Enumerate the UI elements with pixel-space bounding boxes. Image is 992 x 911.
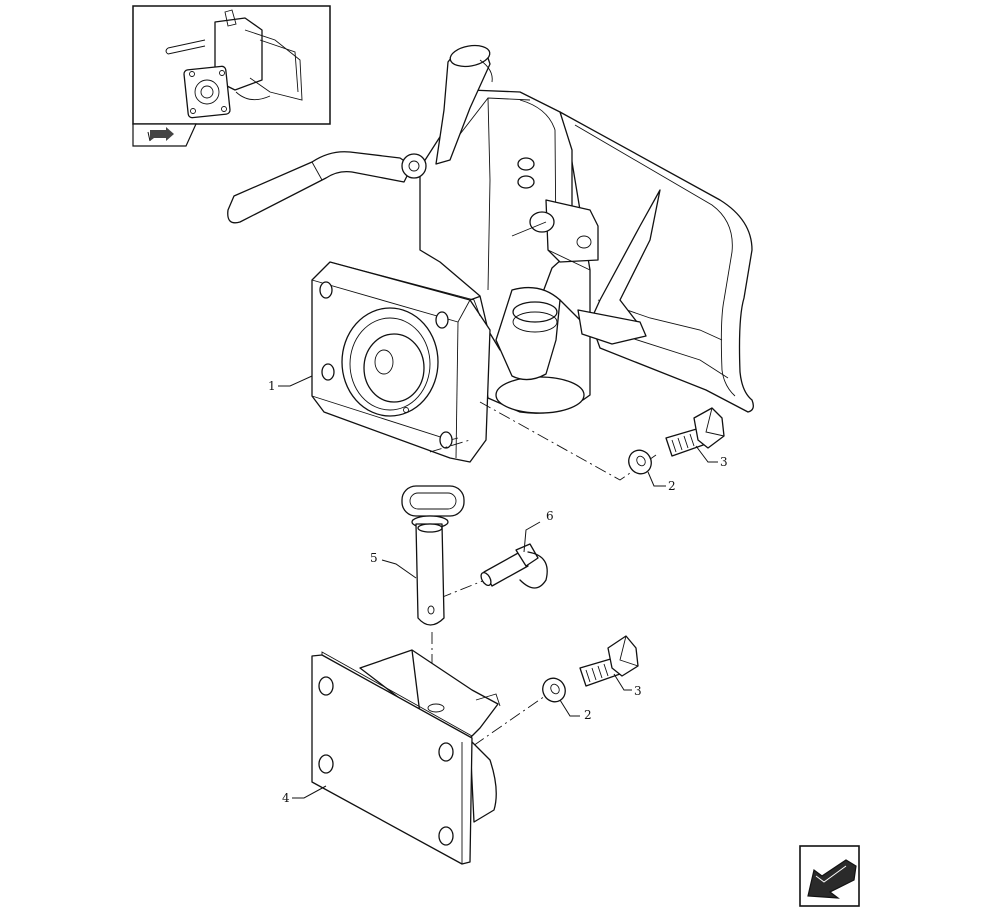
callout-4: 4 <box>282 791 290 805</box>
leader-2b <box>559 699 580 717</box>
clip-pin <box>480 543 548 589</box>
tow-hitch-assembly <box>227 44 754 463</box>
leader-4 <box>292 785 327 799</box>
callout-1: 1 <box>268 379 276 393</box>
hitch-pin <box>401 485 465 626</box>
centerline-upper-bolt-b <box>479 401 657 481</box>
leader-3a <box>695 445 718 463</box>
leader-5 <box>381 559 417 579</box>
callout-3-upper: 3 <box>720 455 728 469</box>
assembly-thumbnail-icon[interactable] <box>132 5 331 125</box>
washer-lower <box>542 677 566 703</box>
callout-6: 6 <box>546 509 554 523</box>
leader-1 <box>278 375 313 387</box>
callout-3-lower: 3 <box>634 684 642 698</box>
callout-5: 5 <box>370 551 378 565</box>
leader-3b <box>613 673 632 691</box>
leader-6 <box>523 521 541 553</box>
callout-2-upper: 2 <box>668 479 676 493</box>
bolt-upper <box>665 407 725 457</box>
previous-page-arrow-icon[interactable] <box>799 845 860 907</box>
centerline-clip <box>439 577 491 599</box>
centerline-upper-bolt <box>429 439 471 453</box>
leader-2a <box>647 471 666 487</box>
mounting-bracket <box>311 649 501 865</box>
bolt-lower <box>579 635 639 687</box>
washer-upper <box>628 449 652 475</box>
book-arrow-icon[interactable] <box>132 123 197 147</box>
callout-2-lower: 2 <box>584 708 592 722</box>
